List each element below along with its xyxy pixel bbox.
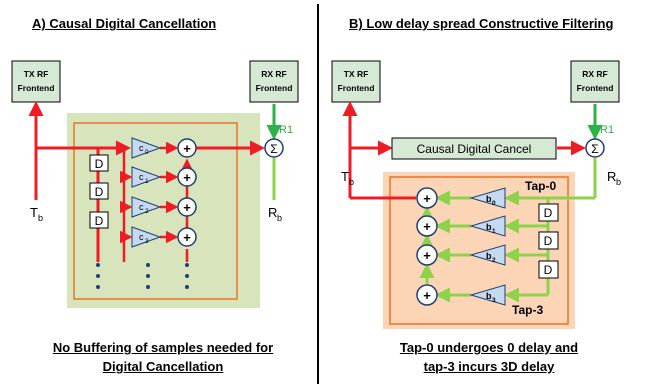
right-diagram: TX RF Frontend RX RF Frontend Causal Dig… (331, 60, 621, 329)
right-coef-b1: b 1 (469, 215, 506, 237)
svg-text:0: 0 (492, 200, 496, 207)
svg-text:D: D (544, 234, 553, 248)
right-tb-label: T (341, 169, 349, 184)
svg-text:0: 0 (145, 149, 149, 156)
left-adder-3: + (177, 227, 197, 247)
left-rx-frontend (249, 60, 299, 103)
svg-text:+: + (423, 219, 431, 234)
svg-text:c: c (139, 143, 144, 153)
left-coef-c2: c 2 (131, 196, 162, 218)
svg-text:Frontend: Frontend (338, 83, 375, 93)
left-tb-label: T (30, 205, 38, 220)
svg-text:+: + (183, 230, 191, 245)
svg-text:+: + (423, 288, 431, 303)
right-delay-1: D (538, 203, 559, 222)
left-tx-frontend (11, 60, 61, 103)
svg-text:b: b (38, 213, 43, 223)
svg-text:D: D (95, 157, 104, 171)
left-diagram: TX RF Frontend RX RF Frontend D D (11, 60, 299, 308)
svg-text:3: 3 (145, 238, 149, 245)
right-caption-line-1: Tap-0 undergoes 0 delay and (399, 340, 579, 355)
right-adder-1: + (416, 215, 438, 237)
right-filter-border (389, 176, 569, 325)
left-title: A) Causal Digital Cancellation (32, 16, 217, 31)
left-adder-2: + (177, 197, 197, 217)
svg-text:c: c (139, 172, 144, 182)
svg-text:2: 2 (492, 257, 496, 264)
svg-text:Frontend: Frontend (577, 83, 614, 93)
right-rx-frontend (570, 60, 620, 103)
left-continuation-dots (96, 263, 189, 289)
right-coef-b3: b 3 (469, 284, 506, 306)
svg-text:b: b (486, 194, 492, 204)
tap0-label: Tap-0 (525, 179, 556, 193)
svg-text:b: b (616, 177, 621, 187)
svg-text:D: D (95, 214, 104, 228)
svg-text:RX RF: RX RF (582, 69, 608, 79)
left-caption-line-1: No Buffering of samples needed for (52, 340, 274, 355)
svg-text:TX RF: TX RF (24, 69, 49, 79)
left-coef-c0: c 0 (131, 137, 162, 159)
svg-text:+: + (423, 248, 431, 263)
right-coef-b2: b 2 (469, 244, 506, 266)
svg-text:+: + (423, 191, 431, 206)
svg-text:RX RF: RX RF (261, 69, 287, 79)
left-caption-line-2: Digital Cancellation (102, 359, 224, 374)
svg-text:Frontend: Frontend (256, 83, 293, 93)
svg-text:TX RF: TX RF (344, 69, 369, 79)
svg-text:+: + (183, 141, 191, 156)
svg-text:c: c (139, 232, 144, 242)
left-filter-border (73, 122, 238, 300)
left-caption: No Buffering of samples needed for Digit… (20, 338, 306, 376)
left-delay-3: D (89, 211, 109, 229)
right-sum-node: Σ (585, 138, 605, 158)
left-sum-node: Σ (264, 138, 284, 158)
svg-text:1: 1 (145, 178, 149, 185)
left-rb-label: R (268, 205, 277, 220)
svg-text:R1: R1 (600, 124, 614, 136)
left-adder-1: + (177, 167, 197, 187)
right-coef-b0: b 0 (469, 187, 506, 209)
left-delay-2: D (89, 182, 109, 200)
svg-text:c: c (139, 202, 144, 212)
svg-text:2: 2 (145, 208, 149, 215)
right-caption-line-2: tap-3 incurs 3D delay (423, 359, 555, 374)
causal-cancel-box (391, 137, 557, 160)
svg-text:R1: R1 (279, 124, 293, 136)
right-adder-2: + (416, 244, 438, 266)
svg-text:Causal Digital Cancel: Causal Digital Cancel (417, 142, 532, 156)
right-delay-2: D (538, 231, 559, 250)
left-coef-c1: c 1 (131, 166, 162, 188)
right-rb-label: R (607, 169, 616, 184)
right-caption: Tap-0 undergoes 0 delay and tap-3 incurs… (330, 338, 648, 376)
right-delay-3: D (538, 260, 559, 279)
svg-text:1: 1 (492, 228, 496, 235)
left-filter-panel (67, 113, 260, 308)
tap3-label: Tap-3 (512, 303, 543, 317)
svg-text:b: b (486, 222, 492, 232)
svg-text:+: + (183, 170, 191, 185)
svg-text:D: D (95, 185, 104, 199)
left-coef-c3: c 3 (131, 226, 162, 248)
left-delay-1: D (89, 154, 109, 172)
svg-text:b: b (486, 291, 492, 301)
right-title: B) Low delay spread Constructive Filteri… (349, 16, 614, 31)
svg-text:D: D (544, 263, 553, 277)
svg-text:Frontend: Frontend (18, 83, 55, 93)
right-tx-frontend (331, 60, 381, 103)
svg-text:Σ: Σ (270, 142, 277, 156)
svg-text:b: b (349, 177, 354, 187)
right-adder-3: + (416, 284, 438, 306)
svg-text:+: + (183, 200, 191, 215)
right-adder-0: + (416, 187, 438, 209)
svg-text:D: D (544, 206, 553, 220)
svg-text:b: b (486, 251, 492, 261)
svg-text:Σ: Σ (591, 142, 598, 156)
svg-text:b: b (277, 213, 282, 223)
left-adder-0: + (177, 138, 197, 158)
svg-text:3: 3 (492, 297, 496, 304)
